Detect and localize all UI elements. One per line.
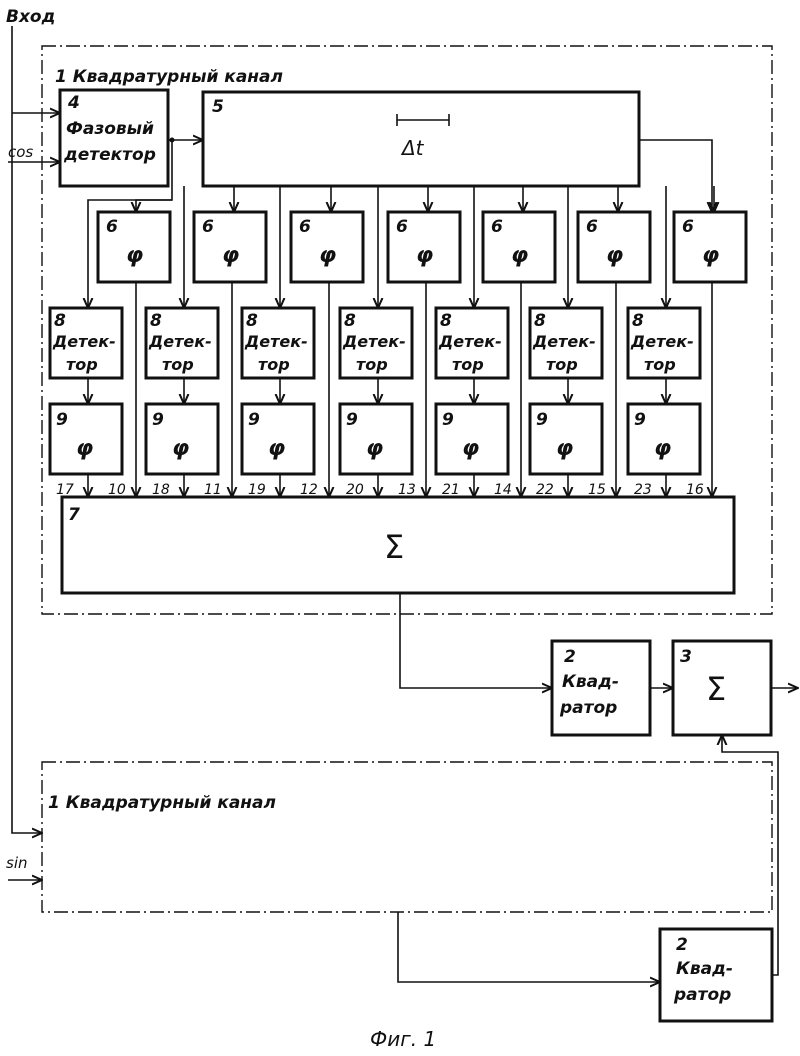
phase-shifter-9-number: 9 xyxy=(56,410,68,430)
phase-shifter-9-number: 9 xyxy=(536,410,548,430)
phase-shifter-9-number: 9 xyxy=(634,410,646,430)
detector-8-label-2: тор xyxy=(452,355,484,374)
channel-columns: 6φ8Детек-тор9φ17106φ8Детек-тор9φ18116φ8Д… xyxy=(50,186,746,498)
detector-8-label-1: Детек- xyxy=(52,332,116,351)
phi-icon: φ xyxy=(222,243,239,268)
phase-detector-number: 4 xyxy=(67,93,80,113)
squarer-bottom-label-1: Квад- xyxy=(676,959,733,979)
detector-8-label-1: Детек- xyxy=(532,332,596,351)
delay-line-last-tap xyxy=(639,140,712,212)
output-summator-number: 3 xyxy=(680,647,692,667)
channel-bottom-frame xyxy=(42,762,772,912)
detector-8-label-2: тор xyxy=(162,355,194,374)
phase-shifter-6-number: 6 xyxy=(202,217,214,237)
detector-8-label-1: Детек- xyxy=(148,332,212,351)
phase-shifter-6-number: 6 xyxy=(586,217,598,237)
phase-shifter-6-number: 6 xyxy=(106,217,118,237)
squarer-bottom-number: 2 xyxy=(676,935,688,955)
phi-icon: φ xyxy=(556,436,573,461)
detector-8-label-2: тор xyxy=(644,355,676,374)
detector-8-number: 8 xyxy=(632,311,644,331)
delay-line-number: 5 xyxy=(212,97,224,117)
detector-8-number: 8 xyxy=(534,311,546,331)
phase-shifter-9-number: 9 xyxy=(442,410,454,430)
squarer-top-label-2: ратор xyxy=(559,698,617,718)
phase-detector-label-2: детектор xyxy=(63,145,156,165)
detector-8-label-2: тор xyxy=(546,355,578,374)
phase-shifter-6-number: 6 xyxy=(491,217,503,237)
squarer-top-number: 2 xyxy=(564,647,576,667)
tap-to-phi-1 xyxy=(136,200,172,212)
phi-icon: φ xyxy=(416,243,433,268)
detector-8-label-1: Детек- xyxy=(342,332,406,351)
phase-shifter-9-number: 9 xyxy=(152,410,164,430)
sigma-icon: Σ xyxy=(384,528,404,566)
phi-icon: φ xyxy=(462,436,479,461)
squarer-bottom-label-2: ратор xyxy=(673,985,731,1005)
detector-8-label-1: Детек- xyxy=(244,332,308,351)
bottom-channel-output xyxy=(398,912,660,982)
phase-shifter-9-number: 9 xyxy=(346,410,358,430)
detector-8-number: 8 xyxy=(246,311,258,331)
input-label-vhod: Вход xyxy=(6,7,55,27)
squarer-top-label-1: Квад- xyxy=(562,672,619,692)
top-channel-output xyxy=(400,593,552,688)
detector-8-label-2: тор xyxy=(356,355,388,374)
channel-top-title: 1 Квадратурный канал xyxy=(55,67,283,87)
detector-8-label-2: тор xyxy=(66,355,98,374)
detector-8-label-1: Детек- xyxy=(630,332,694,351)
figure-caption: Фиг. 1 xyxy=(370,1027,436,1051)
detector-8-number: 8 xyxy=(150,311,162,331)
detector-8-number: 8 xyxy=(440,311,452,331)
phase-detector-label-1: Фазовый xyxy=(66,119,154,139)
detector-8-number: 8 xyxy=(54,311,66,331)
phase-shifter-6-number: 6 xyxy=(682,217,694,237)
detector-8-number: 8 xyxy=(344,311,356,331)
phi-icon: φ xyxy=(511,243,528,268)
phase-shifter-9-number: 9 xyxy=(248,410,260,430)
output-sigma-icon: Σ xyxy=(706,670,726,708)
detector-8-label-2: тор xyxy=(258,355,290,374)
phi-icon: φ xyxy=(268,436,285,461)
phi-icon: φ xyxy=(319,243,336,268)
channel-bottom-title: 1 Квадратурный канал xyxy=(48,793,276,813)
phi-icon: φ xyxy=(654,436,671,461)
input-label-sin: sin xyxy=(6,854,28,872)
phi-icon: φ xyxy=(366,436,383,461)
phase-shifter-6-number: 6 xyxy=(396,217,408,237)
delay-label: Δt xyxy=(400,136,425,160)
phi-icon: φ xyxy=(606,243,623,268)
phi-icon: φ xyxy=(126,243,143,268)
detector-8-label-1: Детек- xyxy=(438,332,502,351)
phi-icon: φ xyxy=(76,436,93,461)
phi-icon: φ xyxy=(172,436,189,461)
phase-shifter-6-number: 6 xyxy=(299,217,311,237)
phi-icon: φ xyxy=(702,243,719,268)
channel-summator-number: 7 xyxy=(68,505,80,525)
